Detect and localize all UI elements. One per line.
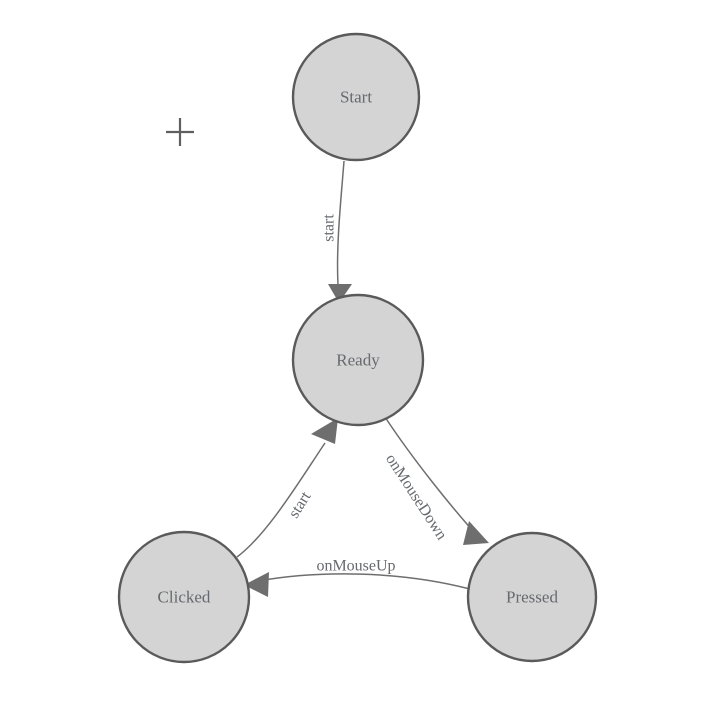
node-label-pressed: Pressed — [506, 588, 558, 607]
edge-label-clicked-to-ready: start — [285, 488, 314, 521]
edge-label-start-to-ready: start — [321, 214, 338, 242]
arrowhead-ready-top — [328, 284, 352, 303]
edge-line-clicked-to-ready — [236, 442, 326, 558]
edge-line-pressed-to-clicked — [257, 573, 471, 590]
edge-start-to-ready[interactable]: start — [321, 160, 353, 303]
node-ready[interactable]: Ready — [291, 293, 425, 427]
node-clicked[interactable]: Clicked — [117, 530, 251, 664]
node-circle-ready — [291, 293, 425, 427]
edge-label-pressed-to-clicked: onMouseUp — [316, 558, 395, 575]
node-pressed[interactable]: Pressed — [466, 531, 598, 663]
arrowhead-ready-bottomleft — [311, 418, 338, 444]
edge-pressed-to-clicked[interactable]: onMouseUp — [244, 558, 471, 598]
node-label-ready: Ready — [336, 351, 380, 370]
node-label-start: Start — [340, 88, 372, 107]
arrowhead-clicked-right — [244, 572, 269, 597]
plus-marker-icon — [166, 118, 194, 146]
node-label-clicked: Clicked — [158, 588, 211, 607]
node-circle-start — [291, 32, 421, 162]
edge-line-start-to-ready — [336, 160, 345, 286]
node-circle-clicked — [117, 530, 251, 664]
edge-label-ready-to-pressed: onMouseDown — [382, 451, 450, 543]
edge-ready-to-pressed[interactable]: onMouseDown — [382, 416, 489, 545]
node-start[interactable]: Start — [291, 32, 421, 162]
node-circle-pressed — [466, 531, 598, 663]
edge-clicked-to-ready[interactable]: start — [236, 418, 338, 558]
arrowhead-pressed-topleft — [463, 521, 489, 545]
